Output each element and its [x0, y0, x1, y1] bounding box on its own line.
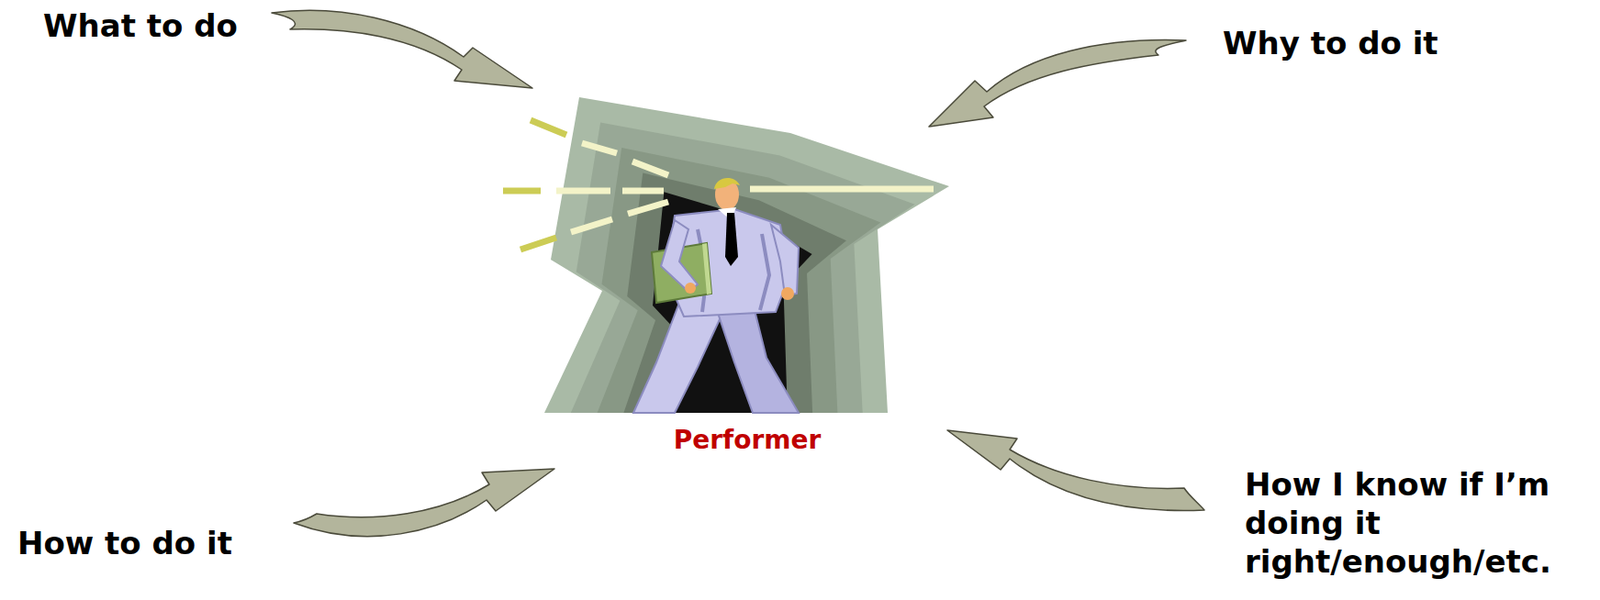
figure-hand [684, 282, 696, 294]
figure-leg [716, 302, 799, 414]
figure-hair [714, 178, 740, 190]
performer-figure [633, 178, 799, 414]
jacket-shading [760, 234, 770, 311]
figure-tie [725, 212, 739, 267]
light-ray [530, 120, 567, 135]
curved-arrow [271, 10, 533, 89]
figure-arm [660, 220, 698, 292]
light-ray [632, 161, 669, 176]
light-ray [556, 188, 611, 195]
light-ray [749, 186, 934, 193]
cave-layer [570, 123, 916, 414]
figure-leg [633, 302, 726, 414]
light-ray [627, 201, 669, 214]
figure-arm [771, 224, 799, 296]
curved-arrow [928, 39, 1187, 127]
curved-arrow [947, 430, 1205, 512]
curved-arrows [271, 10, 1205, 537]
folder-edge [702, 243, 712, 295]
figure-hand [781, 287, 795, 301]
curved-arrow [293, 469, 555, 538]
light-ray [503, 188, 541, 195]
light-ray [581, 143, 617, 154]
light-ray [520, 237, 557, 250]
prompt-label: Why to do it [1222, 23, 1563, 63]
node-label: Performer [543, 422, 952, 459]
light-ray [570, 219, 613, 233]
illustrated-node: Performer [543, 91, 952, 459]
prompt-label: How I know if I’m doing it right/enough/… [1244, 465, 1585, 582]
prompt-label: How to do it [17, 524, 293, 563]
prompt-label: What to do [43, 6, 319, 45]
cave-layer [544, 97, 950, 414]
cave-layer [623, 173, 847, 414]
light-ray [622, 188, 664, 195]
figure-head [715, 179, 739, 211]
cave-backdrop [544, 97, 950, 414]
